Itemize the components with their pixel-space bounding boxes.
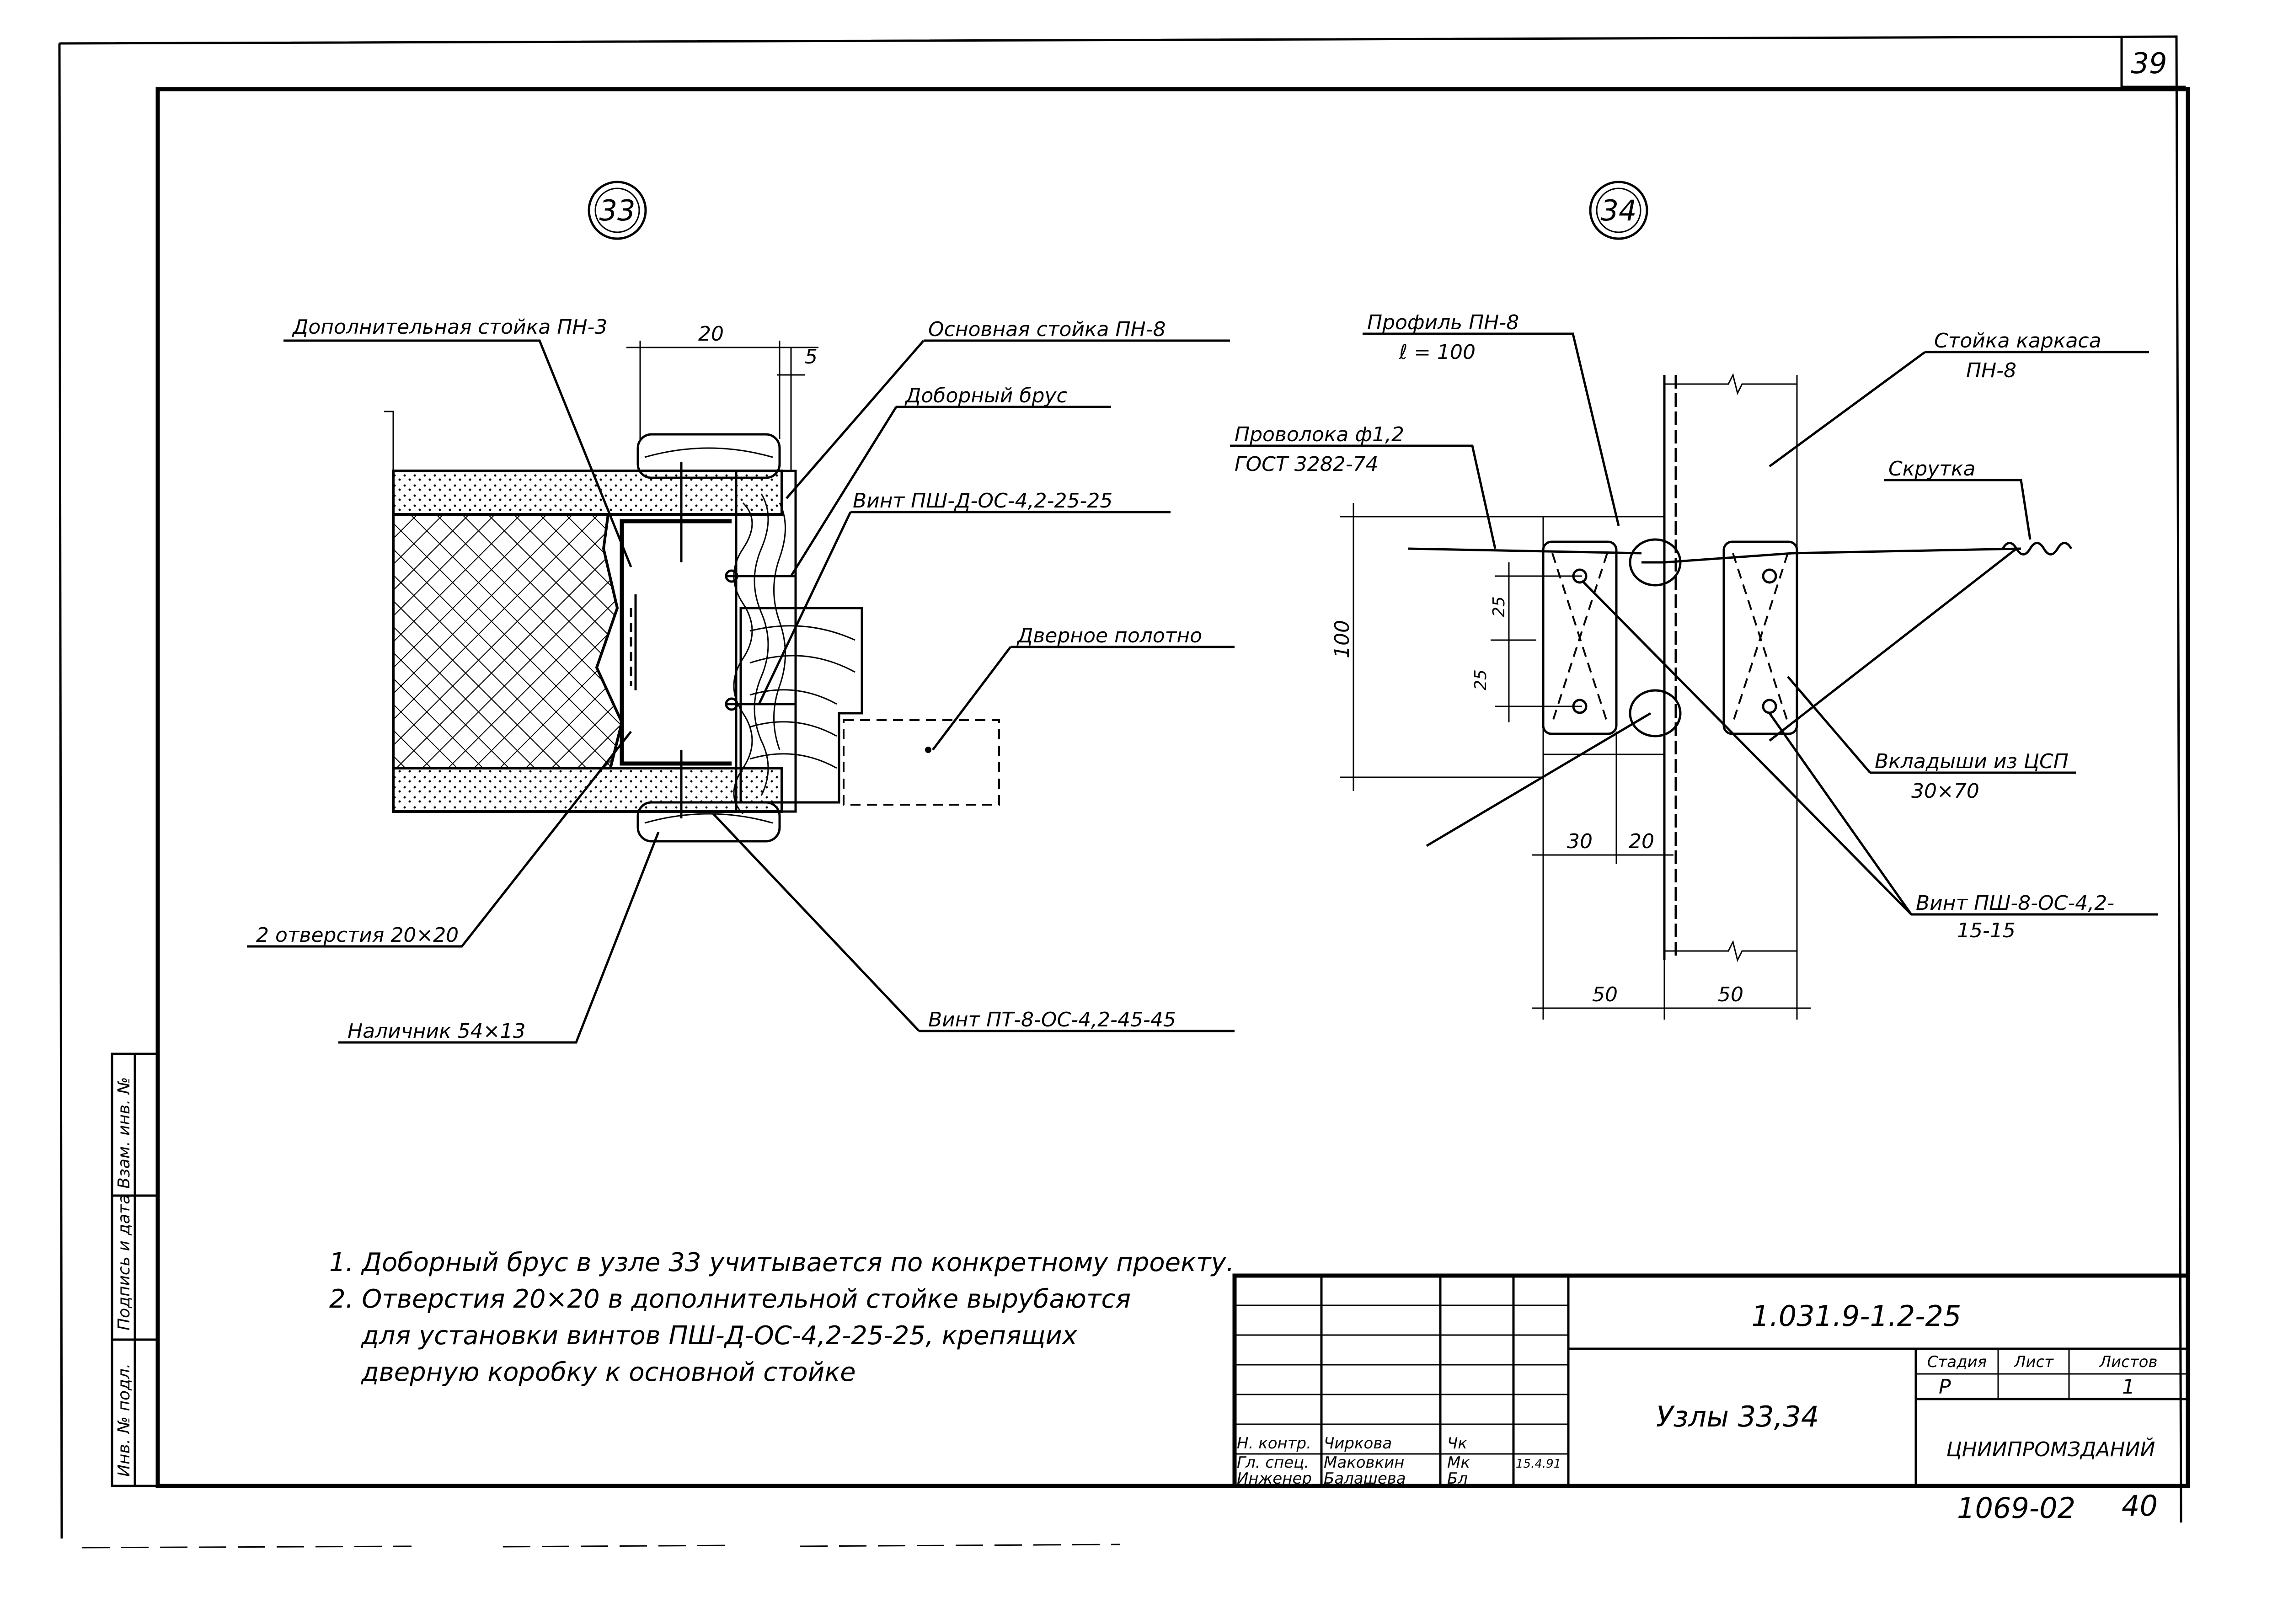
sheets-head: Листов <box>2098 1353 2157 1371</box>
label-holes: 2 отверстия 20×20 <box>256 924 459 947</box>
row-2-date: 15.4.91 <box>1516 1457 1561 1471</box>
footer-code: 1069-02 <box>1957 1491 2075 1525</box>
node-33-dimensions: 20 5 <box>626 322 818 471</box>
label-door-leaf: Дверное полотно <box>1016 624 1202 647</box>
label-casing: Наличник 54×13 <box>348 1020 526 1043</box>
footer: 1069-02 40 <box>82 1489 2158 1549</box>
sheets-value: 1 <box>2122 1375 2135 1399</box>
casing-top <box>636 433 781 479</box>
sheet-head: Лист <box>2013 1353 2054 1371</box>
row-1-sign: Чк <box>1447 1434 1467 1453</box>
label-wire-gost: ГОСТ 3282-74 <box>1235 453 1379 476</box>
inner-border <box>155 87 2190 1488</box>
sheet-title: Узлы 33,34 <box>1656 1400 1819 1433</box>
page-number-box <box>2120 37 2186 88</box>
label-main-post: Основная стойка ПН-8 <box>928 318 1166 341</box>
dim-half-a: 50 <box>1592 983 1618 1006</box>
insert-right <box>1722 540 1798 735</box>
footer-num: 40 <box>2122 1489 2158 1522</box>
label-frame-post-type: ПН-8 <box>1966 359 2016 382</box>
stamp-sign-label: Подпись и дата <box>115 1194 134 1330</box>
node-34-number: 34 <box>1601 194 1637 227</box>
label-screw: Винт ПШ-8-ОС-4,2- <box>1916 892 2114 915</box>
row-3-sign: Бл <box>1447 1469 1468 1488</box>
row-2-name: Маковкин <box>1324 1453 1404 1472</box>
label-screw-top: Винт ПШ-Д-ОС-4,2-25-25 <box>853 489 1112 513</box>
notes: 1. Доборный брус в узле 33 учитывается п… <box>329 1248 1235 1387</box>
stamp-inv-label: Инв. № подл. <box>115 1363 134 1477</box>
label-inserts: Вкладыши из ЦСП <box>1875 750 2069 773</box>
dim-width: 20 <box>698 322 724 346</box>
stage-value: Р <box>1939 1375 1951 1399</box>
label-additional-post: Дополнительная стойка ПН-3 <box>292 315 607 339</box>
note-2: 2. Отверстия 20×20 в дополнительной стой… <box>329 1284 1131 1314</box>
label-inserts-size: 30×70 <box>1911 780 1979 803</box>
dim-spacing-b: 25 <box>1471 669 1490 690</box>
row-2-role: Гл. спец. <box>1237 1453 1309 1472</box>
label-profile: Профиль ПН-8 <box>1367 311 1519 334</box>
title-block: 1.031.9-1.2-25 Узлы 33,34 ЦНИИПРОМЗДАНИЙ… <box>1232 1273 2190 1488</box>
note-4: дверную коробку к основной стойке <box>361 1357 856 1387</box>
label-wire: Проволока ф1,2 <box>1235 423 1404 446</box>
node-34: 34 100 <box>1230 181 2158 1020</box>
additional-post-profile <box>620 519 732 766</box>
stage-head: Стадия <box>1927 1353 1987 1371</box>
outer-border-left <box>58 43 63 1539</box>
label-twist: Скрутка <box>1888 457 1975 481</box>
node-33-marker <box>588 181 647 240</box>
dim-w30: 30 <box>1567 830 1593 853</box>
frame-post <box>1663 373 1798 962</box>
row-1-name: Чиркова <box>1324 1434 1392 1453</box>
door-leaf <box>843 719 1000 806</box>
outer-border <box>59 35 2182 1523</box>
dim-w20: 20 <box>1629 830 1654 853</box>
node-33-labels: Дополнительная стойка ПН-3 Основная стой… <box>247 315 1235 1044</box>
node-34-labels: Профиль ПН-8 ℓ = 100 Проволока ф1,2 ГОСТ… <box>1230 311 2158 942</box>
bottom-scan-line <box>82 1544 1121 1549</box>
label-screw-bottom: Винт ПТ-8-ОС-4,2-45-45 <box>928 1008 1176 1031</box>
row-2-sign: Мк <box>1447 1453 1470 1472</box>
insert-left <box>1542 540 1618 735</box>
designation: 1.031.9-1.2-25 <box>1752 1299 1962 1333</box>
label-screw-size: 15-15 <box>1957 919 2016 942</box>
side-stamp: Инв. № подл. Подпись и дата Взам. инв. № <box>111 1052 159 1487</box>
page-number: 39 <box>2131 47 2167 80</box>
label-extra-bar: Доборный брус <box>904 384 1068 407</box>
node-33-number: 33 <box>599 194 636 227</box>
node-34-marker <box>1589 181 1648 240</box>
casing-bottom <box>636 801 781 843</box>
row-3-role: Инженер <box>1237 1469 1312 1488</box>
row-1-role: Н. контр. <box>1237 1434 1311 1453</box>
label-profile-len: ℓ = 100 <box>1399 341 1476 364</box>
wire-loop-bottom <box>1629 689 1682 737</box>
dim-gap: 5 <box>805 345 818 369</box>
twist-coil <box>2001 542 2073 556</box>
dim-spacing-a: 25 <box>1490 596 1508 617</box>
node-34-dimensions: 100 25 25 30 20 50 50 <box>1331 503 1811 1020</box>
main-post <box>733 470 797 815</box>
row-3-name: Балашева <box>1324 1469 1406 1488</box>
dim-half-b: 50 <box>1718 983 1743 1006</box>
label-frame-post: Стойка каркаса <box>1934 329 2101 353</box>
note-1: 1. Доборный брус в узле 33 учитывается п… <box>329 1248 1235 1277</box>
sheet-frame: 39 <box>58 35 2190 1539</box>
stamp-replace-label: Взам. инв. № <box>115 1077 134 1189</box>
wall-section <box>384 411 783 813</box>
note-3: для установки винтов ПШ-Д-ОС-4,2-25-25, … <box>361 1321 1078 1351</box>
node-33: 33 <box>247 181 1235 1044</box>
organization: ЦНИИПРОМЗДАНИЙ <box>1946 1437 2155 1461</box>
dim-height: 100 <box>1331 620 1354 658</box>
